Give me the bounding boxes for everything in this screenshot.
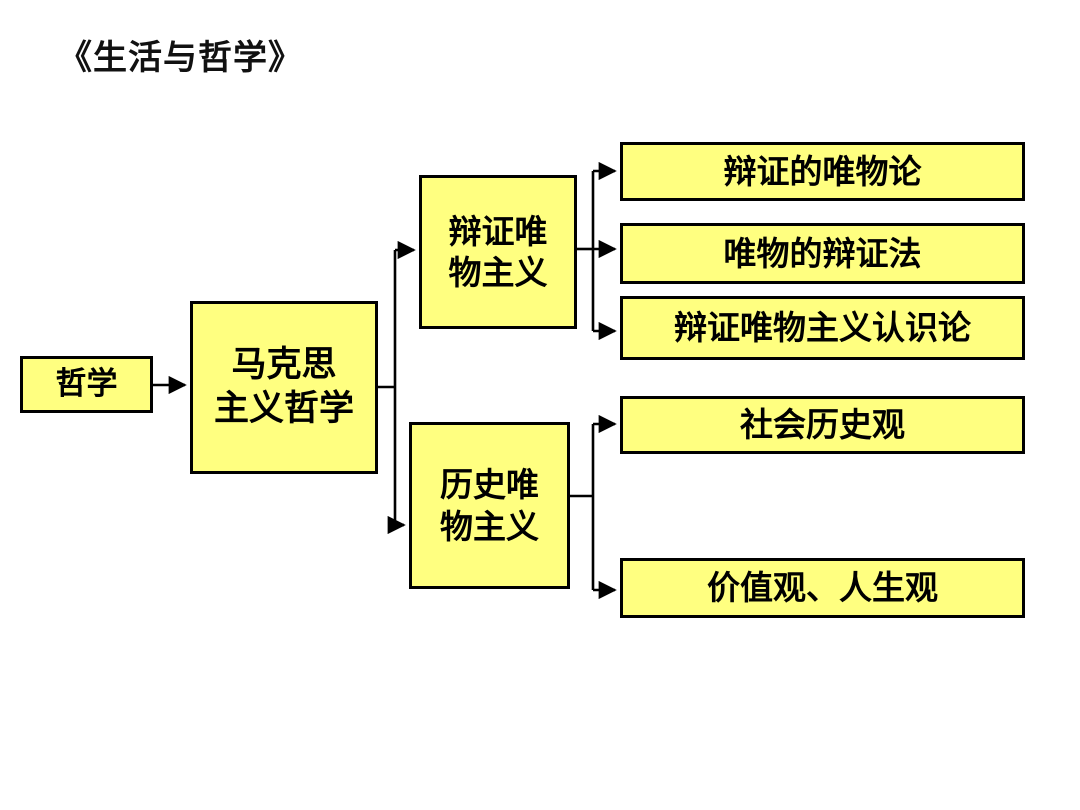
node-dialectical-materialism[interactable]: 辩证唯 物主义 — [419, 175, 577, 329]
connector-historical-split — [570, 414, 617, 600]
connector-dialectical-split — [577, 161, 617, 341]
node-marxist-philosophy[interactable]: 马克思 主义哲学 — [190, 301, 378, 474]
node-materialism-theory-label: 辩证的唯物论 — [723, 151, 922, 191]
node-social-history-view[interactable]: 社会历史观 — [620, 396, 1025, 454]
node-historical-materialism-label-line1: 历史唯 — [440, 465, 539, 505]
page-title: 《生活与哲学》 — [58, 38, 303, 78]
node-marxist-philosophy-label-line2: 主义哲学 — [213, 388, 354, 429]
node-social-history-view-label: 社会历史观 — [740, 405, 905, 445]
node-philosophy[interactable]: 哲学 — [20, 356, 153, 413]
node-marxist-philosophy-label-line1: 马克思 — [231, 344, 337, 385]
node-dialectical-materialism-label-line2: 物主义 — [448, 253, 548, 292]
node-epistemology-label: 辩证唯物主义认识论 — [674, 308, 971, 348]
node-dialectical-materialism-label-line1: 辩证唯 — [448, 211, 548, 251]
node-values-life-view[interactable]: 价值观、人生观 — [620, 558, 1025, 618]
node-historical-materialism[interactable]: 历史唯 物主义 — [409, 422, 570, 589]
node-historical-materialism-label-line2: 物主义 — [440, 506, 539, 546]
node-values-life-view-label: 价值观、人生观 — [707, 568, 938, 608]
node-materialist-dialectics-label: 唯物的辩证法 — [723, 233, 922, 273]
node-materialist-dialectics[interactable]: 唯物的辩证法 — [620, 223, 1025, 284]
node-epistemology[interactable]: 辩证唯物主义认识论 — [620, 296, 1025, 360]
node-materialism-theory[interactable]: 辩证的唯物论 — [620, 142, 1025, 201]
node-philosophy-label: 哲学 — [55, 366, 118, 403]
